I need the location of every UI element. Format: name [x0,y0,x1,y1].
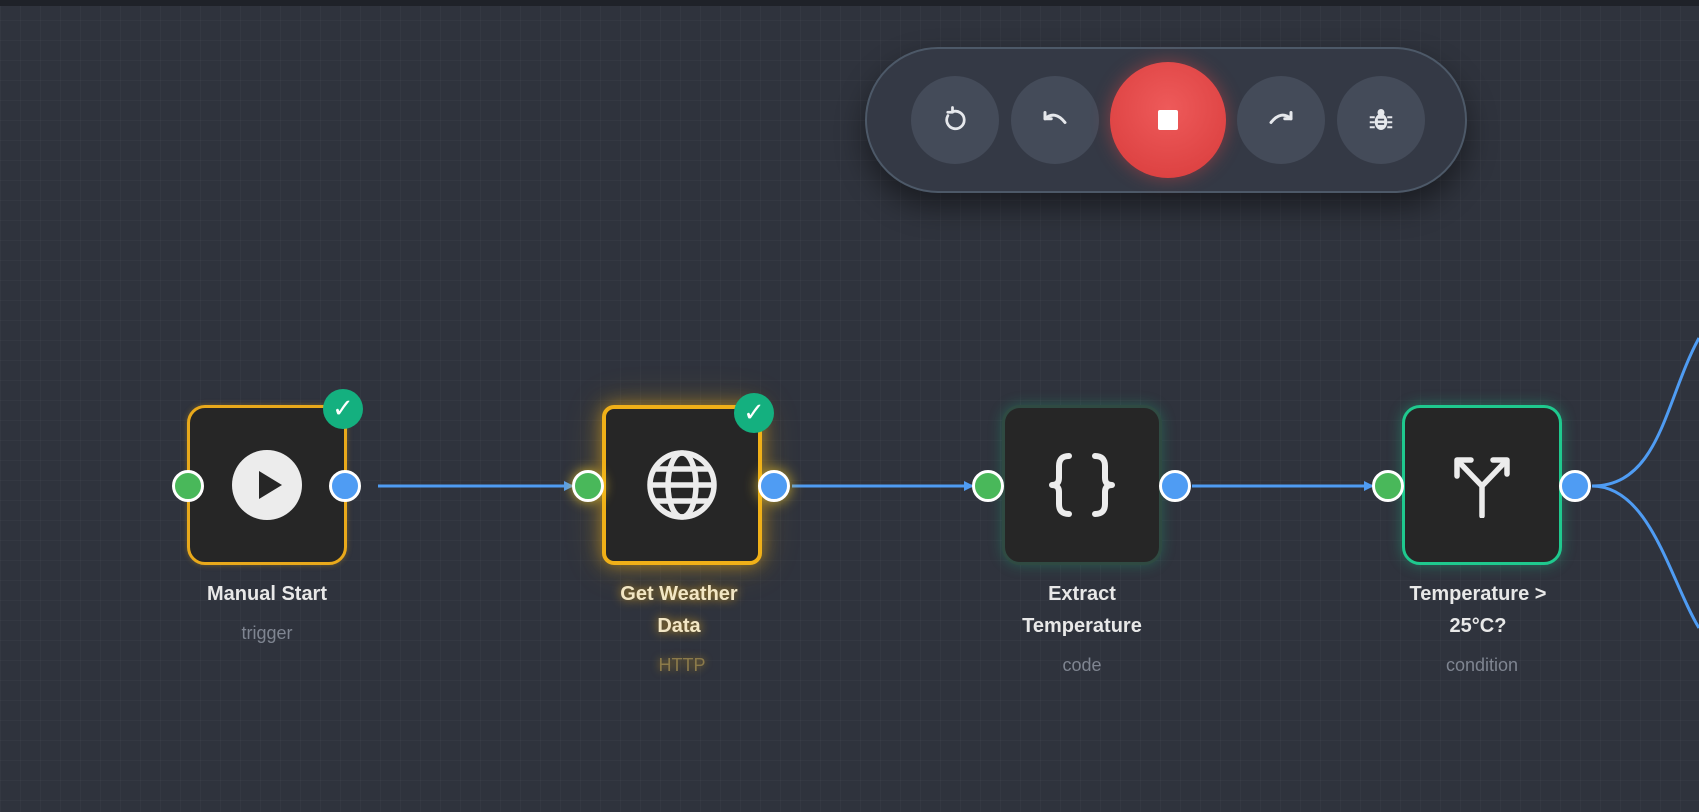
node-type: condition [1445,655,1519,675]
bug-icon [1369,109,1393,130]
globe-icon [647,450,717,520]
branch-split-icon [1454,457,1510,518]
input-port[interactable] [572,470,604,502]
stop-icon [1158,110,1178,130]
input-port[interactable] [172,470,204,502]
node-type: HTTP [658,655,706,675]
code-braces-icon [1049,453,1115,517]
node-type: code [1062,655,1102,675]
edge-condition-true [1591,337,1699,488]
node-manual-start[interactable] [187,405,347,565]
redo-button[interactable] [1237,76,1325,164]
top-bar [0,0,1699,6]
node-get-weather-data[interactable] [602,405,762,565]
node-temperature-condition[interactable] [1402,405,1562,565]
stop-button[interactable] [1110,62,1226,178]
node-title: Temperature > 25°C? [1409,583,1547,637]
output-port[interactable] [758,470,790,502]
input-port[interactable] [1372,470,1404,502]
rotate-cw-icon [945,106,966,131]
node-title: Extract Temperature [1022,583,1142,637]
node-title: Get Weather Data [620,583,738,637]
input-port[interactable] [972,470,1004,502]
output-port[interactable] [329,470,361,502]
redo-icon [1269,111,1293,124]
output-port[interactable] [1159,470,1191,502]
undo-button[interactable] [1011,76,1099,164]
success-badge-icon: ✓ [734,393,774,433]
execution-toolbar [865,47,1467,193]
reset-button[interactable] [911,76,999,164]
success-badge-icon: ✓ [323,389,363,429]
output-port[interactable] [1559,470,1591,502]
node-title: Manual Start [206,583,328,605]
undo-icon [1043,111,1067,124]
node-type: trigger [241,623,293,643]
edge-condition-false [1591,484,1699,629]
debug-button[interactable] [1337,76,1425,164]
play-icon [232,450,302,520]
node-extract-temperature[interactable] [1002,405,1162,565]
